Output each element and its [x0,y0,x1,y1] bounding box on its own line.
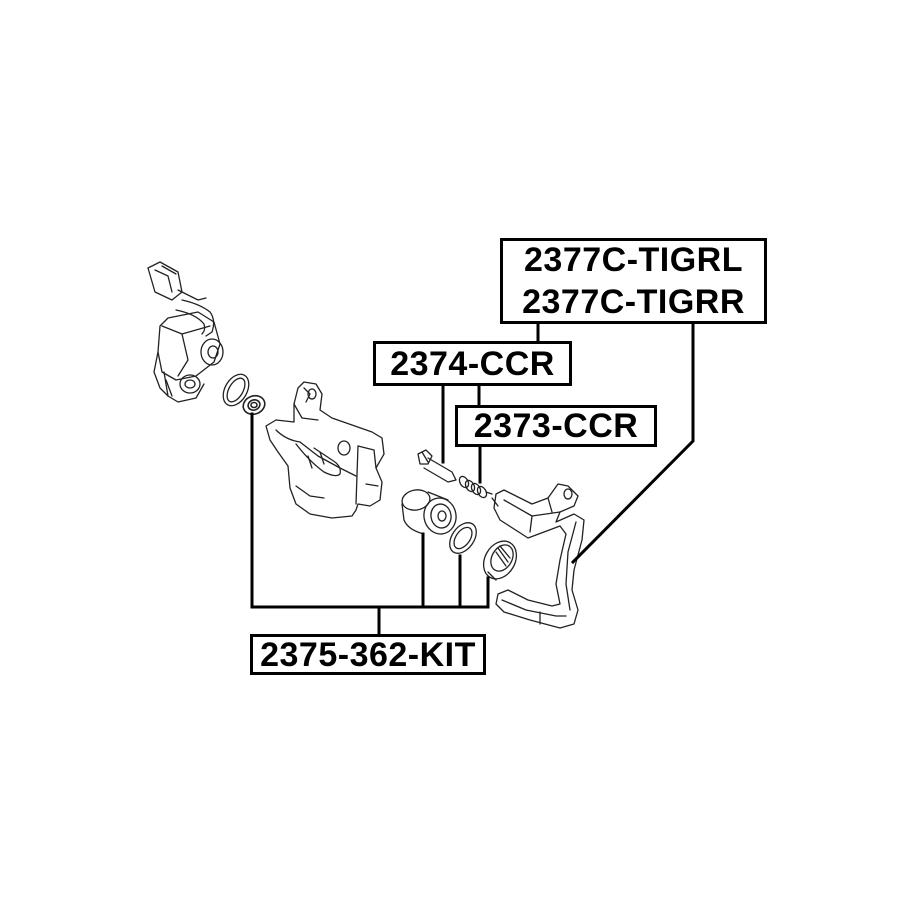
label-guide-pin: 2374-CCR [373,341,572,386]
label-bracket-left: 2377C-TIGRL [524,241,743,279]
label-caliper-bracket: 2377C-TIGRL 2377C-TIGRR [500,238,767,324]
caliper-housing-illustration [265,381,385,519]
small-seal-illustration [242,394,266,416]
piston-illustration [401,489,457,535]
guide-pin-bolt-illustration [417,449,457,483]
dust-boot-illustration [482,540,518,581]
leader-kit-horizontal [250,412,490,609]
label-bracket-right: 2377C-TIGRR [522,283,745,321]
label-guide-boot-text: 2373-CCR [473,407,639,445]
piston-seal-illustration [449,522,477,554]
o-ring-illustration [222,373,250,407]
label-repair-kit: 2375-362-KIT [250,634,486,675]
leader-lines [250,321,695,636]
leader-bracket [570,321,695,565]
guide-pin-boot-illustration [458,475,493,499]
caliper-bracket-illustration [491,483,585,629]
label-repair-kit-text: 2375-362-KIT [260,635,476,674]
label-guide-boot: 2373-CCR [455,405,657,447]
label-guide-pin-text: 2374-CCR [390,344,555,383]
parking-brake-motor-illustration [147,261,224,403]
